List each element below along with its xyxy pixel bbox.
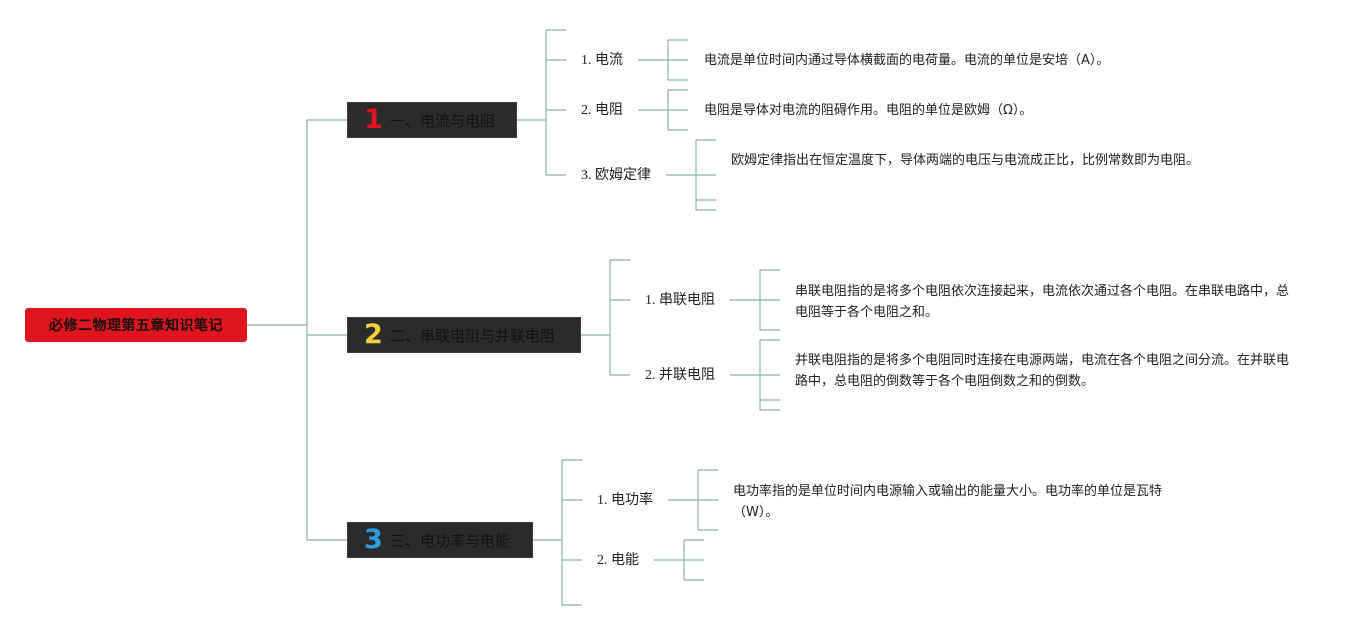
- section-3-label: 三、电功率与电能: [390, 531, 511, 550]
- note-3-1: 电功率指的是单位时间内电源输入或输出的能量大小。电功率的单位是瓦特（W）。: [733, 484, 1163, 520]
- section-1-number: 1: [364, 104, 383, 135]
- note-1-2: 电阻是导体对电流的阻碍作用。电阻的单位是欧姆（Ω）。: [704, 103, 1033, 118]
- topic-1-1[interactable]: 1. 电流: [581, 53, 623, 68]
- root-node[interactable]: 必修二物理第五章知识笔记: [25, 308, 247, 342]
- topic-1-3[interactable]: 3. 欧姆定律: [581, 168, 651, 183]
- section-2-label: 二、串联电阻与并联电阻: [390, 326, 556, 345]
- section-2-number: 2: [364, 319, 383, 350]
- root-label: 必修二物理第五章知识笔记: [49, 318, 223, 334]
- section-1-label: 一、电流与电阻: [390, 111, 496, 130]
- section-2-node[interactable]: 2 二、串联电阻与并联电阻: [347, 317, 581, 353]
- topic-1-2[interactable]: 2. 电阻: [581, 103, 623, 118]
- note-2-1: 串联电阻指的是将多个电阻依次连接起来，电流依次通过各个电阻。在串联电路中，总电阻…: [795, 284, 1290, 320]
- section-3-node[interactable]: 3 三、电功率与电能: [347, 522, 533, 558]
- note-1-1: 电流是单位时间内通过导体横截面的电荷量。电流的单位是安培（A）。: [704, 53, 1110, 68]
- topic-3-1[interactable]: 1. 电功率: [597, 493, 653, 508]
- section-1-node[interactable]: 1 一、电流与电阻: [347, 102, 517, 138]
- note-1-3: 欧姆定律指出在恒定温度下，导体两端的电压与电流成正比，比例常数即为电阻。: [731, 153, 1200, 168]
- note-2-2: 并联电阻指的是将多个电阻同时连接在电源两端，电流在各个电阻之间分流。在并联电路中…: [795, 353, 1290, 389]
- section-3-number: 3: [364, 524, 383, 555]
- topic-3-2[interactable]: 2. 电能: [597, 553, 639, 568]
- topic-2-1[interactable]: 1. 串联电阻: [645, 293, 715, 308]
- topic-2-2[interactable]: 2. 并联电阻: [645, 368, 715, 383]
